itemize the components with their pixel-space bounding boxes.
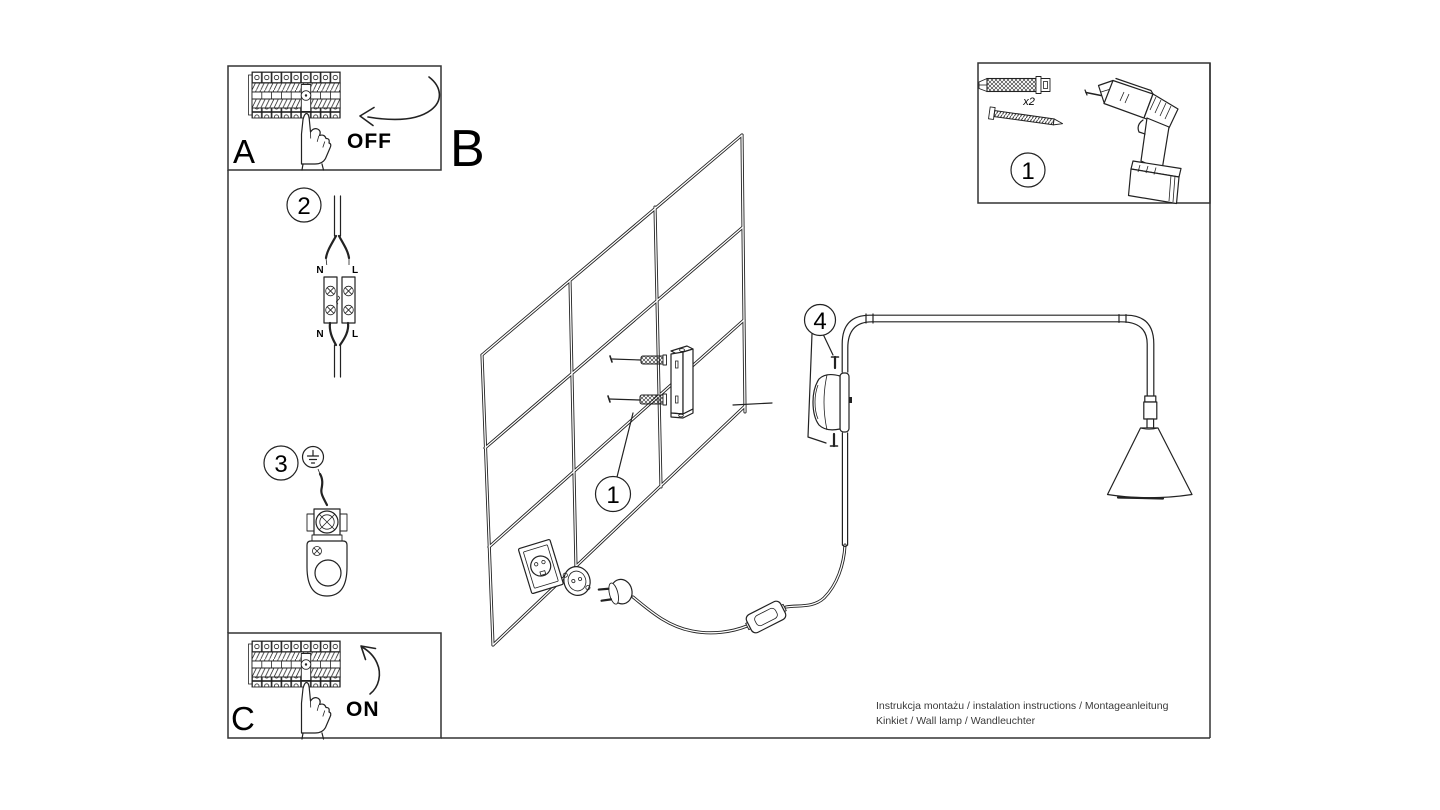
step3-callout-circle [263,445,299,481]
step3-number: 3 [274,451,287,478]
cable-out [333,344,342,378]
wire-l-label-top: L [352,265,358,276]
panel-a: A OFF [233,71,441,171]
wire-l-label-bottom: L [352,329,358,340]
wire-n-label-bottom: N [316,329,323,340]
terminal-block-icon [323,276,356,324]
lamp-shade-icon [1106,395,1193,500]
step2-wiring-diagram: 2 N L N L [286,187,358,378]
parts-callout-circle [1010,152,1046,188]
inline-switch-icon [745,600,787,634]
lamp-callout-number: 4 [813,308,826,335]
panel-c: C ON [231,640,381,740]
panel-a-box [227,65,442,171]
power-plug-icon [597,578,633,605]
wall-anchor-icon [978,76,1051,94]
section-b-label: B [450,120,485,178]
wall-callout-1: 1 [594,412,634,513]
on-arrow-icon [360,645,381,695]
footer-line2: Kinkiet / Wall lamp / Wandleuchter [876,715,1036,727]
earth-wire [318,472,329,507]
panel-a-label: A [233,133,255,170]
wire-split [324,234,351,260]
off-label: OFF [347,130,392,153]
step2-callout-circle [286,187,322,223]
wall-callout-number: 1 [606,482,619,509]
on-label: ON [346,698,380,721]
off-arrow-icon [359,76,441,127]
wall-socket-icon [517,538,564,595]
step3-earth-diagram: 3 [263,445,348,597]
drill-icon [1084,77,1182,205]
breaker-strip-icon [247,71,341,171]
left-column-frame [227,65,442,739]
anchor-qty-label: x2 [1022,96,1035,108]
panel-c-label: C [231,700,255,737]
wall-lamp: 4 [803,303,1193,548]
earth-symbol-icon [301,445,325,469]
sheet-border [441,63,1211,739]
lamp-canopy-icon [812,355,852,448]
footer-line1: Instrukcja montażu / instalation instruc… [876,700,1169,712]
power-cable [631,543,847,635]
step2-number: 2 [297,193,310,220]
wall-screws-and-anchors [607,354,667,406]
tiled-wall [480,133,773,647]
breaker-strip-icon [247,640,341,740]
datum-cross-mark [732,402,773,406]
mount-bracket-icon [306,534,348,597]
cable-in [333,195,342,237]
wire-n-label-top: N [316,265,323,276]
earth-terminal-icon [306,508,348,536]
lamp-callout-4: 4 [803,303,837,444]
wire-join [328,321,350,347]
panel-c-box [227,632,442,739]
parts-box: x2 1 [977,62,1211,205]
wall-bracket-icon [670,345,694,419]
mounting-screw-icon [988,106,1064,126]
footer-caption: Instrukcja montażu / instalation instruc… [876,700,1169,727]
socket-cup-icon [562,566,591,596]
parts-callout-number: 1 [1021,158,1034,185]
lamp-arm-icon [841,313,1155,548]
